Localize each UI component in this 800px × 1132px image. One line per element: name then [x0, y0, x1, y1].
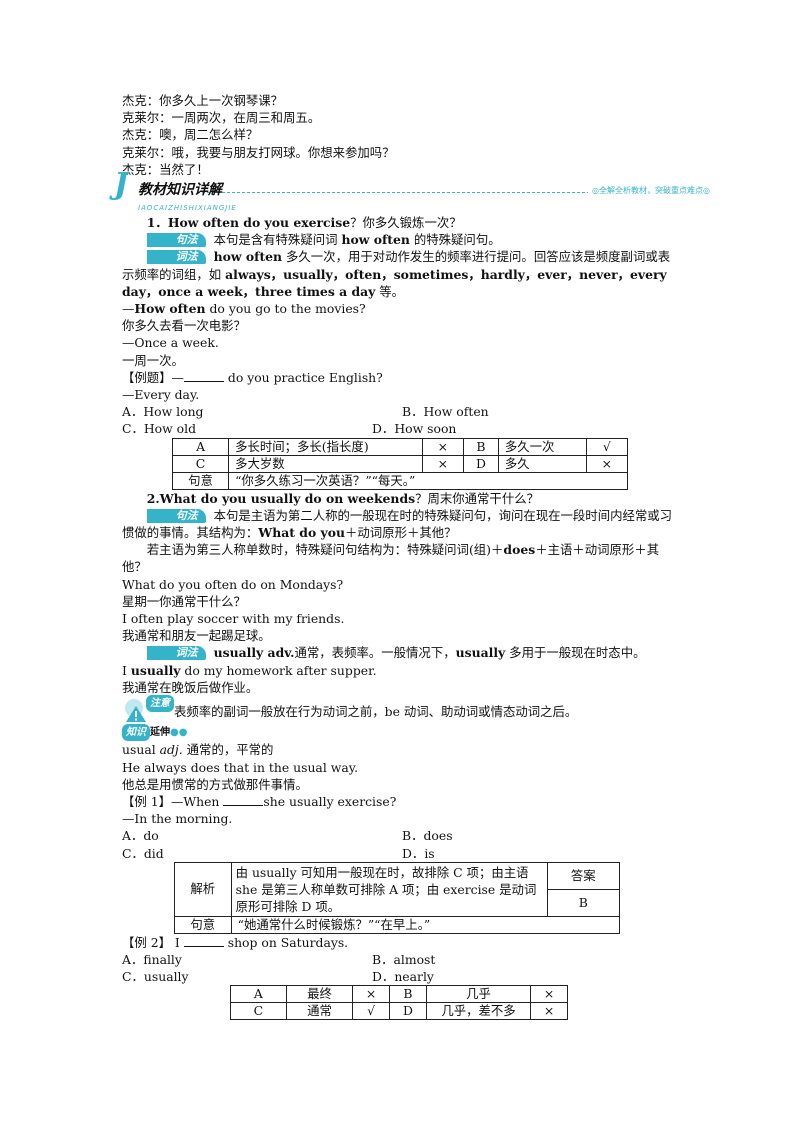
ex1-options-row: C．did D．is	[122, 845, 682, 862]
ex2-question: 【例 2】 I shop on Saturdays.	[122, 934, 349, 950]
table-row: 句意 “她通常什么时候锻炼？”“在早上。”	[174, 915, 621, 934]
section-subtitle: IAOCAIZHISHIXIANGJIE	[138, 204, 237, 213]
item2-example2-en: I often play soccer with my friends.	[122, 611, 345, 627]
option-a: A．do	[122, 828, 159, 844]
ex1-answer: —In the morning.	[122, 811, 233, 827]
dialogue-block: 杰克：你多久上一次钢琴课？ 克莱尔：一周两次，在周三和周五。 杰克：噢，周二怎么…	[122, 92, 682, 178]
ex1-analysis-table: 解析 由 usually 可知用一般现在时，故排除 C 项；由主语 she 是第…	[174, 861, 621, 934]
option-a: A．finally	[122, 952, 182, 968]
dialogue-line: 杰克：你多久上一次钢琴课？	[122, 93, 284, 108]
item2-example1-cn: 星期一你通常干什么？	[122, 593, 246, 609]
ex2-options-row: A．finally B．almost	[122, 951, 682, 968]
section-title: 教材知识详解	[138, 182, 222, 199]
option-c: C．did	[122, 845, 164, 861]
option-b: B．almost	[372, 952, 436, 968]
item2-jufa: 句法本句是主语为第二人称的一般现在时的特殊疑问句，询问在现在一段时间内经常或习惯…	[122, 507, 673, 541]
document-page: 杰克：你多久上一次钢琴课？ 克莱尔：一周两次，在周三和周五。 杰克：噢，周二怎么…	[114, 92, 710, 1021]
item1-options-row: C．How old D．How soon	[122, 420, 682, 437]
item1-example-cn: 你多久去看一次电影？	[122, 318, 246, 334]
item1-example-en: —How often do you go to the movies?	[122, 301, 366, 317]
ex2-analysis-table: A 最终 × B 几乎 × C 通常 √ D 几乎，差不多 ×	[230, 985, 568, 1021]
item2-example3-cn: 我通常在晚饭后做作业。	[122, 679, 259, 695]
option-d: D．is	[402, 845, 435, 861]
knowledge-tag: 知识	[122, 724, 150, 742]
item1-options-row: A．How long B．How often	[122, 403, 682, 420]
item2-extension-word: usual adj. 通常的，平常的	[122, 742, 274, 758]
item1-question: 1．How often do you exercise？你多久锻炼一次？	[146, 215, 462, 231]
ex1-question: 【例 1】—When she usually exercise?	[122, 794, 397, 810]
warning-icon	[122, 698, 148, 723]
jufa-tag: 句法	[146, 233, 206, 248]
item1-analysis-table: A 多长时间；多长(指长度) × B 多久一次 √ C 多大岁数 × D 多久 …	[171, 437, 629, 490]
option-a: A．How long	[122, 404, 204, 420]
table-row: A 多长时间；多长(指长度) × B 多久一次 √	[171, 437, 629, 456]
dialogue-line: 杰克：当然了！	[122, 161, 209, 177]
item2-example2-cn: 我通常和朋友一起踢足球。	[122, 628, 271, 644]
jufa-tag: 句法	[146, 508, 206, 523]
item2-note: 注意表频率的副词一般放在行为动词之前，be 动词、助动词或情态动词之后。	[122, 695, 682, 723]
item2-question: 2.What do you usually do on weekends？周末你…	[146, 490, 539, 506]
item1-answer-en: —Once a week.	[122, 335, 219, 351]
ex1-options-row: A．do B．does	[122, 827, 682, 844]
answer-blank	[183, 380, 224, 382]
table-row: C 多大岁数 × D 多久 ×	[171, 454, 629, 473]
cifa-tag: 词法	[146, 646, 206, 661]
section-slogan: ◎全解全析教材，突破重点难点◎	[588, 182, 710, 200]
table-row: 句意 “你多久练习一次英语？”“每天。”	[171, 471, 628, 490]
item2-third-person: 若主语为第三人称单数时，特殊疑问句结构为：特殊疑问词(组)＋does＋主语＋动词…	[122, 542, 660, 575]
table-row: 解析 由 usually 可知用一般现在时，故排除 C 项；由主语 she 是第…	[174, 861, 621, 917]
item2-example3-en: I usually do my homework after supper.	[122, 662, 377, 678]
section-divider	[202, 192, 710, 194]
dialogue-line: 杰克：噢，周二怎么样？	[122, 127, 259, 143]
answer-blank	[223, 805, 264, 807]
table-row: C 通常 √ D 几乎，差不多 ×	[230, 1002, 568, 1021]
option-b: B．does	[402, 828, 453, 844]
item2-extension-example-en: He always does that in the usual way.	[122, 759, 359, 775]
section-logo: J	[114, 167, 129, 203]
answer-blank	[183, 945, 224, 947]
option-c: C．usually	[122, 969, 189, 985]
dialogue-line: 克莱尔：一周两次，在周三和周五。	[122, 110, 321, 126]
cifa-tag: 词法	[146, 250, 206, 265]
item2-example1-en: What do you often do on Mondays?	[122, 576, 344, 592]
ex2-options-row: C．usually D．nearly	[122, 968, 682, 985]
item1-answer-cn: 一周一次。	[122, 352, 184, 368]
table-row: A 最终 × B 几乎 ×	[230, 985, 568, 1004]
item2-extension-example-cn: 他总是用惯常的方式做那件事情。	[122, 776, 308, 792]
item2-extension-label: 知识延伸●●	[122, 722, 682, 742]
option-d: D．nearly	[372, 969, 434, 985]
option-b: B．How often	[402, 404, 489, 420]
section-header: J 教材知识详解 IAOCAIZHISHIXIANGJIE ◎全解全析教材，突破…	[114, 169, 710, 214]
item1-exercise-answer: —Every day.	[122, 387, 200, 403]
item1-exercise: 【例题】— do you practice English?	[122, 369, 383, 385]
table-row: B	[175, 888, 621, 917]
option-c: C．How old	[122, 421, 197, 437]
item1-jufa: 句法本句是含有特殊疑问词 how often 的特殊疑问句。	[122, 231, 682, 248]
option-d: D．How soon	[372, 421, 457, 437]
dialogue-line: 克莱尔：哦，我要与朋友打网球。你想来参加吗？	[122, 144, 395, 160]
note-tag: 注意	[146, 695, 174, 713]
